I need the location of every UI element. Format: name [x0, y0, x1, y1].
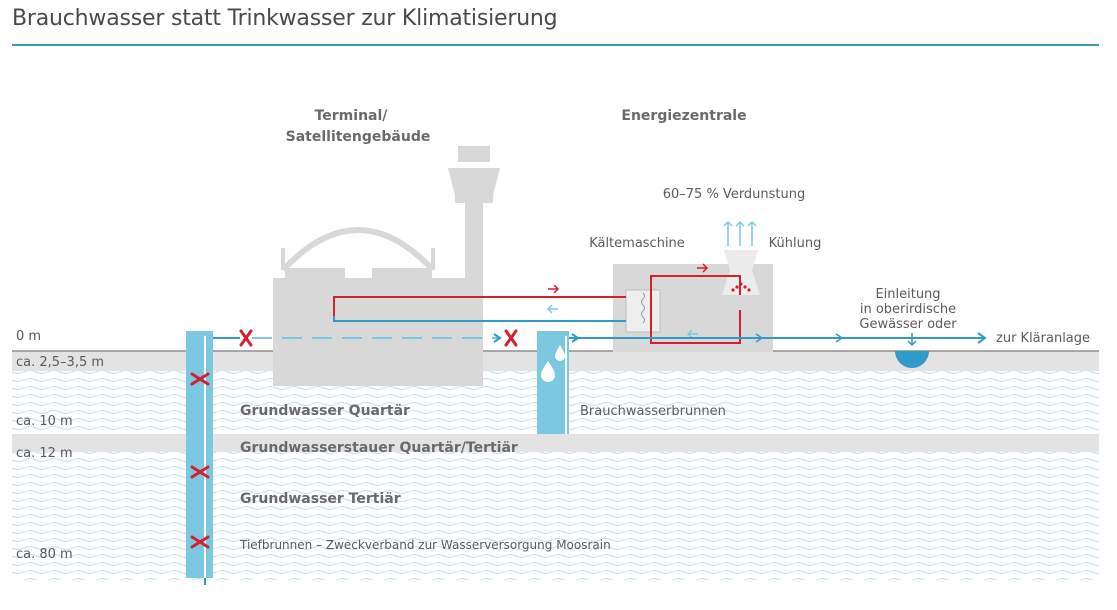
- groundwater-tertiary-label: Grundwasser Tertiär: [240, 491, 401, 507]
- layer-groundwater-tertiary: [12, 452, 1099, 580]
- discharge-label-3: Gewässer oder: [859, 317, 957, 332]
- energy-centre-label: Energiezentrale: [621, 108, 746, 124]
- terminal-label-2: Satellitengebäude: [286, 129, 431, 145]
- arrow-blue-left: [546, 304, 558, 314]
- discharge-label-2: in oberirdische: [860, 302, 956, 317]
- evaporation-arrows: [723, 220, 757, 246]
- evaporation-label: 60–75 % Verdunstung: [663, 187, 806, 202]
- arrow-red-right: [548, 284, 560, 294]
- arrow-red-right-2: [697, 263, 709, 273]
- depth-4: ca. 80 m: [16, 547, 73, 562]
- discharge-arrow: [907, 333, 917, 347]
- deep-well-label: Tiefbrunnen – Zweckverband zur Wasserver…: [239, 538, 611, 552]
- depth-3: ca. 12 m: [16, 446, 73, 461]
- surface-water-icon: [895, 351, 929, 368]
- title-divider: [12, 44, 1099, 46]
- layer-aquitard: [12, 434, 1099, 452]
- terminal-label-1: Terminal/: [315, 108, 389, 124]
- arrow-blue-left-2: [686, 329, 698, 339]
- depth-0: 0 m: [16, 329, 41, 344]
- red-x-icon: [190, 329, 518, 549]
- service-well: [537, 331, 569, 434]
- chiller-loop-red: [650, 275, 741, 295]
- chiller-label: Kältemaschine: [589, 236, 685, 251]
- water-drop-icon: [541, 345, 565, 382]
- cooling-tower: [722, 250, 760, 295]
- treatment-plant-label: zur Kläranlage: [996, 331, 1090, 346]
- terminal-loop-blue: [333, 316, 626, 322]
- discharge-label-1: Einleitung: [875, 287, 940, 302]
- depth-2: ca. 10 m: [16, 414, 73, 429]
- spray-icon: [731, 282, 751, 292]
- service-well-label: Brauchwasserbrunnen: [580, 404, 726, 419]
- aquitard-label: Grundwasserstauer Quartär/Tertiär: [240, 440, 518, 456]
- groundwater-quaternary-label: Grundwasser Quartär: [240, 403, 410, 419]
- chiller-loop-red2: [650, 290, 741, 344]
- terminal-building: [273, 146, 500, 386]
- cooling-label: Kühlung: [769, 236, 822, 251]
- page-title: Brauchwasser statt Trinkwasser zur Klima…: [12, 6, 558, 31]
- depth-1: ca. 2,5–3,5 m: [16, 355, 104, 370]
- terminal-loop-red: [333, 296, 626, 316]
